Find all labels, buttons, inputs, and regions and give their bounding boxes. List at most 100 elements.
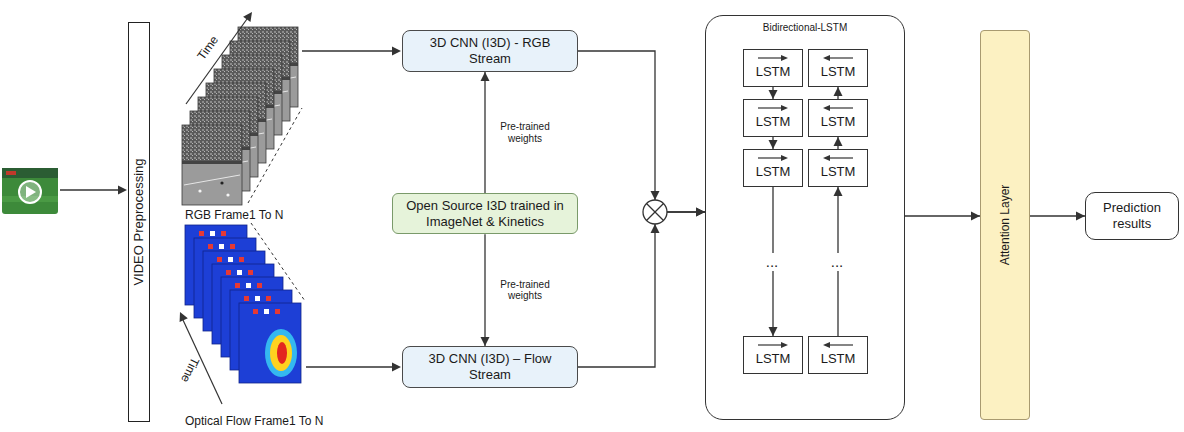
multiply-symbol [643, 191, 667, 233]
node-text: LSTM [756, 114, 791, 130]
lstm-cell: LSTM [743, 99, 803, 137]
direction-arrow [756, 154, 790, 162]
node-text: LSTM [821, 164, 856, 180]
arrow-head [481, 72, 490, 81]
arrow-head [971, 212, 980, 221]
connector [481, 234, 490, 346]
arrow-head [834, 87, 843, 96]
direction-arrow-head [823, 105, 830, 111]
node-text: 3D CNN (I3D) – Flow Stream [411, 351, 569, 382]
direction-arrow-line [758, 344, 782, 345]
direction-arrow-line [758, 157, 782, 158]
node-text: Bidirectional-LSTM [706, 22, 904, 34]
connector [769, 87, 778, 99]
lstm-cell: LSTM [743, 49, 803, 87]
connector-line [484, 234, 485, 346]
node-text: 3D CNN (I3D) - RGB Stream [411, 35, 569, 66]
arrow-head [1076, 212, 1085, 221]
direction-arrow-head [781, 342, 788, 348]
node-text: LSTM [756, 351, 791, 367]
direction-arrow-line [829, 107, 853, 108]
arrow-head [769, 327, 778, 336]
node-text: VIDEO Preprocessing [131, 158, 147, 285]
video-thumbnail-part [2, 168, 58, 178]
connector-line [578, 212, 705, 367]
stream-input-arrow-part [392, 363, 401, 372]
multiply-symbol-part [647, 204, 664, 221]
direction-arrow-line [829, 57, 853, 58]
edge-label: Pre-trained weights [493, 121, 557, 144]
video-thumbnail-part [26, 186, 36, 198]
direction-arrow-head [823, 55, 830, 61]
connector [905, 212, 980, 221]
stream-input-arrow-part [302, 50, 393, 51]
node-text: LSTM [821, 64, 856, 80]
multiply-symbol-part [643, 200, 667, 224]
direction-arrow-head [781, 105, 788, 111]
input-arrow-part [118, 186, 127, 195]
arrow-head [834, 137, 843, 146]
direction-arrow [821, 104, 855, 112]
group-box: Bidirectional-LSTM LSTM LSTM LSTM LSTM LSTM LS… [705, 15, 905, 420]
output-box: Prediction results [1085, 192, 1179, 240]
arrow-head [769, 90, 778, 99]
connector [578, 208, 705, 368]
ellipsis: ... [829, 253, 846, 271]
rgb-frame-stack [182, 27, 302, 205]
direction-arrow-head [781, 55, 788, 61]
rgb-frame-stack-part [248, 108, 302, 203]
node-text: Open Source I3D trained in ImageNet & Ki… [401, 198, 569, 229]
lstm-cell: LSTM [808, 49, 868, 87]
pretrained-box: Open Source I3D trained in ImageNet & Ki… [392, 193, 578, 234]
connector [834, 87, 843, 99]
node-text: Prediction results [1094, 200, 1170, 231]
connector [769, 137, 778, 149]
direction-arrow [821, 154, 855, 162]
time-arrow-part [186, 19, 247, 104]
lstm-cell: LSTM [808, 149, 868, 187]
direction-arrow [756, 54, 790, 62]
direction-arrow [756, 341, 790, 349]
stream-input-arrow-part [392, 47, 401, 56]
connector [578, 51, 705, 217]
rgb-frame-stack-part [182, 125, 242, 205]
lstm-cell: LSTM [743, 149, 803, 187]
stream-input-arrow-part [306, 366, 393, 367]
video-thumbnail-part [19, 181, 41, 203]
connector-line [484, 72, 485, 193]
time-arrow [186, 12, 252, 104]
direction-arrow-line [758, 107, 782, 108]
multiply-symbol-part [651, 224, 660, 233]
process-box: 3D CNN (I3D) – Flow Stream [402, 346, 578, 388]
time-arrow-part [243, 12, 252, 22]
process-box: 3D CNN (I3D) - RGB Stream [402, 30, 578, 72]
flow-frame-stack-part [251, 223, 305, 301]
multiply-symbol-part [647, 204, 664, 221]
node-text: LSTM [756, 64, 791, 80]
video-thumbnail-part [6, 171, 16, 175]
connector-line [578, 51, 705, 212]
lstm-cell: LSTM [743, 336, 803, 374]
connector-line [905, 215, 980, 216]
direction-arrow-line [758, 57, 782, 58]
node-text: LSTM [821, 351, 856, 367]
connector [1030, 212, 1085, 221]
stream-input-arrow [302, 47, 401, 56]
flow-frame-stack-part [239, 303, 301, 383]
arrow-head [696, 208, 705, 217]
direction-arrow-head [823, 342, 830, 348]
connector [481, 72, 490, 193]
direction-arrow-line [829, 344, 853, 345]
direction-arrow [756, 104, 790, 112]
node-text: LSTM [756, 164, 791, 180]
lstm-cell: LSTM [808, 99, 868, 137]
direction-arrow-head [781, 155, 788, 161]
direction-arrow-head [823, 155, 830, 161]
direction-arrow [821, 341, 855, 349]
direction-arrow [821, 54, 855, 62]
frame-caption: RGB Frame1 To N [185, 208, 283, 222]
arrow-head [481, 337, 490, 346]
input-arrow-part [60, 189, 120, 190]
arrow-head [696, 208, 705, 217]
